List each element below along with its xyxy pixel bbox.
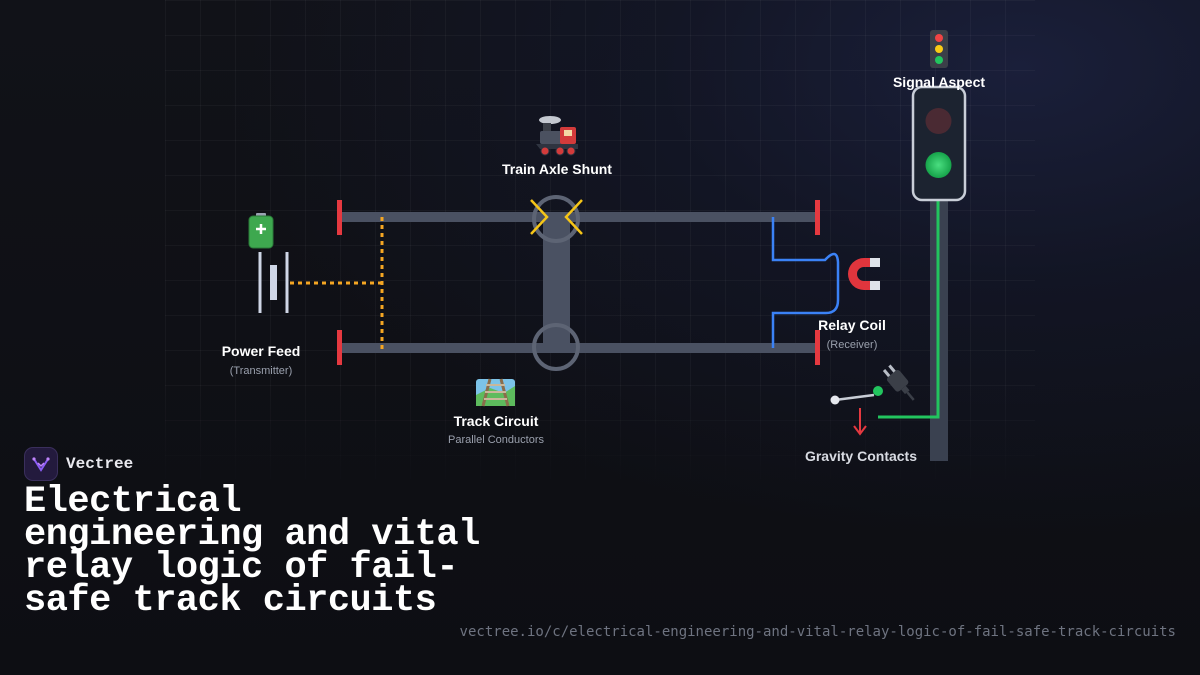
plug-icon [882,364,915,401]
railway-track-icon [476,378,515,407]
gravity-arrow-icon [853,408,867,436]
vectree-logo-icon [24,447,58,481]
contact-pivot [830,395,840,405]
contact-point [873,386,883,396]
track-circuit-sublabel: Parallel Conductors [448,434,544,446]
power-feed-label: Power Feed [222,343,301,359]
page-title: Electrical engineering and vital relay l… [24,481,480,622]
track-circuit-label: Track Circuit [454,413,539,429]
contact-arm [834,393,875,402]
signal-red-aspect [925,108,952,134]
brand: Vectree [24,447,133,481]
gravity-contacts-label: Gravity Contacts [805,448,917,464]
relay-coil-wire [771,217,840,348]
shunt-spark-right [564,199,583,235]
shunt-spark-left [530,199,549,235]
relay-coil-sublabel: (Receiver) [827,339,878,351]
wheel-top [532,195,580,243]
insulated-joint-top-right [815,200,820,235]
insulated-joint-bottom-right [815,330,820,365]
wheel-bottom [532,323,580,371]
magnet-icon [848,258,880,290]
battery-plate-middle [270,265,277,300]
signal-control-wire [878,200,940,419]
signal-green-aspect [925,152,952,178]
locomotive-icon [536,116,578,156]
battery-icon [248,213,274,249]
signal-head [911,85,967,202]
insulated-joint-top-left [337,200,342,235]
traffic-light-icon [930,30,948,68]
brand-name: Vectree [66,455,134,473]
relay-coil-label: Relay Coil [818,317,886,333]
power-feed-sublabel: (Transmitter) [230,365,293,377]
train-axle-label: Train Axle Shunt [502,161,612,177]
insulated-joint-bottom-left [337,330,342,365]
source-url[interactable]: vectree.io/c/electrical-engineering-and-… [459,624,1176,640]
signal-aspect-label: Signal Aspect [893,74,985,90]
